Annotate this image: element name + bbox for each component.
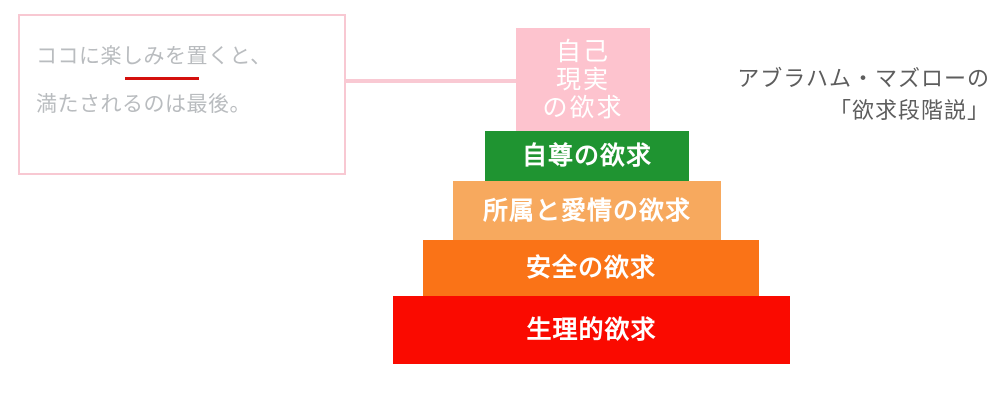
tier-label-line-1: 自己 [555,36,610,66]
pyramid-tier-physiological: 生理的欲求 [393,296,790,364]
pyramid-tier-label: 生理的欲求 [526,315,657,344]
tier-label-line-3: の欲求 [542,92,624,122]
callout-box: ココに楽しみを置くと、 満たされるのは最後。 [18,14,346,175]
red-underline-marker [125,77,199,80]
callout-connector-line [344,79,520,83]
pyramid-tier-label: 所属と愛情の欲求 [482,195,691,225]
pyramid-tier-label: 自己 現実 の欲求 [542,36,624,122]
diagram-title-line-1: アブラハム・マズローの [737,67,990,92]
tier-label-line-2: 現実 [555,64,610,94]
diagram-title: アブラハム・マズローの 「欲求段階説」 [590,64,990,128]
pyramid-tier-safety: 安全の欲求 [423,240,759,296]
callout-text-line-2: 満たされるのは最後。 [36,92,251,116]
callout-text-line-1: ココに楽しみを置くと、 [36,44,272,68]
pyramid-tier-esteem: 自尊の欲求 [485,131,689,181]
diagram-title-line-2: 「欲求段階説」 [828,98,990,124]
pyramid-tier-label: 自尊の欲求 [521,141,652,170]
pyramid-tier-label: 安全の欲求 [525,253,656,282]
pyramid-tier-self-actualization: 自己 現実 の欲求 [516,28,650,131]
pyramid-tier-belonging: 所属と愛情の欲求 [453,181,721,240]
